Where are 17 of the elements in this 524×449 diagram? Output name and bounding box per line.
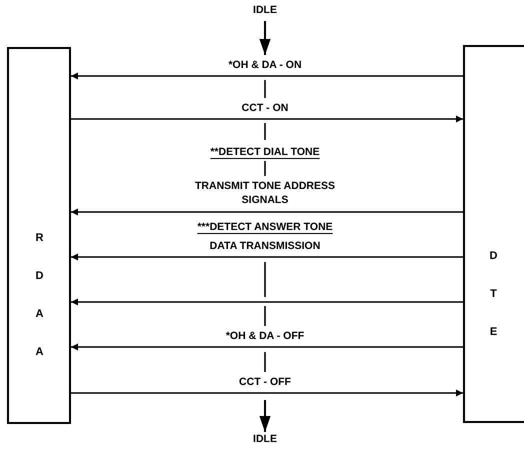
arrow bbox=[259, 400, 271, 432]
arrow bbox=[71, 116, 463, 122]
device-box bbox=[7, 47, 71, 424]
state-label: IDLE bbox=[252, 433, 278, 447]
step-note: **DETECT DIAL TONE bbox=[209, 146, 321, 160]
arrow bbox=[71, 254, 463, 260]
arrow bbox=[71, 298, 463, 306]
arrow bbox=[71, 344, 463, 350]
arrow bbox=[71, 72, 463, 80]
device-box bbox=[463, 45, 524, 423]
device-name: R D A A bbox=[34, 231, 44, 360]
arrow bbox=[259, 21, 271, 55]
state-label: IDLE bbox=[252, 4, 278, 18]
step-note: ***DETECT ANSWER TONE bbox=[196, 221, 334, 235]
arrow bbox=[71, 390, 463, 396]
arrow bbox=[71, 208, 463, 216]
device-name: D T E bbox=[488, 249, 498, 340]
